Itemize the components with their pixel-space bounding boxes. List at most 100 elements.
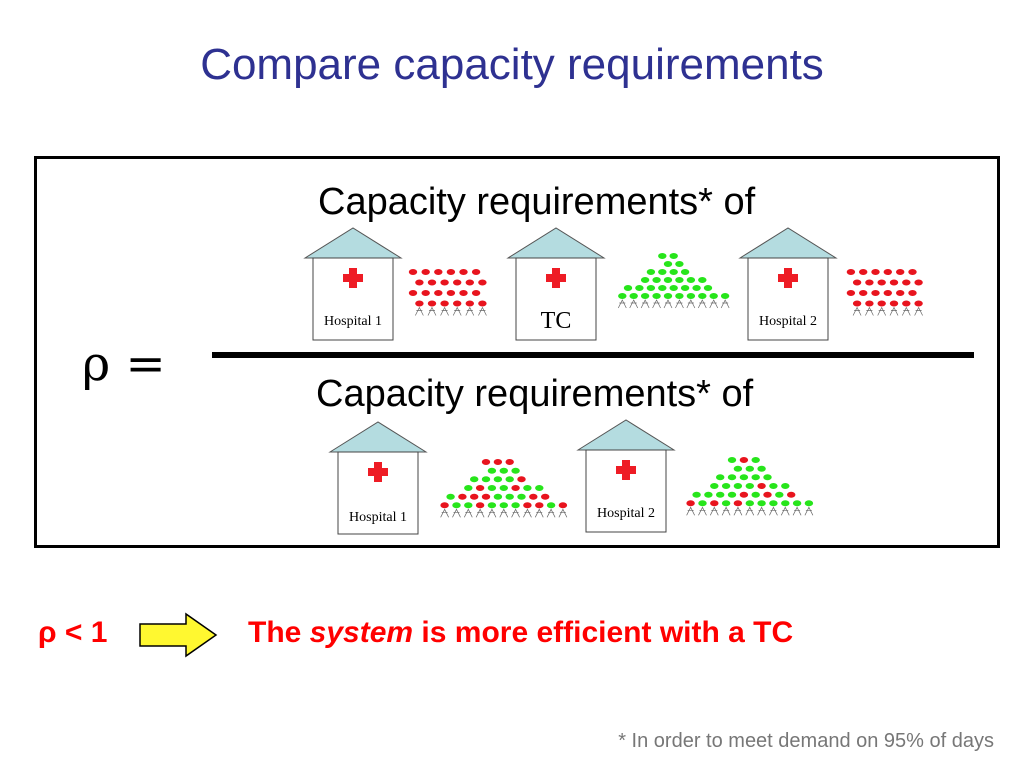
patient-head [415, 279, 424, 286]
patient-head [763, 474, 772, 481]
patient-head [452, 502, 461, 509]
house-numerator-tc: TC [506, 227, 606, 341]
conclusion-emphasis: system [309, 616, 414, 649]
patient-head [541, 493, 550, 500]
patient-head [846, 269, 856, 275]
patient-head [675, 261, 684, 267]
house-numerator-hospital-1: Hospital 1 [303, 227, 403, 341]
patient-head [877, 279, 886, 286]
patient-head [739, 474, 749, 481]
red-cross-icon [343, 268, 363, 288]
patient-head [704, 491, 713, 498]
equation-frame [34, 156, 1000, 548]
patient-head [635, 285, 644, 291]
patient-head [757, 483, 766, 489]
fraction-bar [212, 352, 974, 358]
patient-legs [487, 508, 497, 518]
patient-head [465, 279, 474, 286]
patient-head [470, 476, 479, 483]
patient-crowd-denominator-1 [434, 456, 570, 522]
patient-head [511, 502, 520, 509]
patient-head [727, 457, 737, 463]
patient-head [558, 502, 568, 509]
patient-legs [511, 508, 520, 518]
patient-legs [686, 299, 696, 309]
patient-head [487, 467, 497, 474]
patient-legs [745, 506, 755, 516]
conclusion-text: The system is more efficient with a TC [248, 616, 793, 650]
red-cross-icon [616, 460, 636, 480]
patient-head [517, 476, 526, 483]
patient-legs [499, 508, 509, 518]
patient-head [669, 285, 678, 291]
patient-head [446, 269, 456, 275]
patient-head [421, 269, 430, 275]
patient-crowd-icon [846, 269, 923, 316]
patient-head [493, 493, 503, 500]
rho-equals: ρ = [82, 336, 166, 392]
red-cross-icon [546, 268, 566, 288]
patient-head [859, 269, 868, 275]
patient-crowd-numerator-tc [612, 250, 732, 312]
arrow-right-icon [139, 612, 218, 658]
patient-head [792, 500, 802, 507]
patient-head [652, 277, 661, 283]
patient-head [658, 285, 667, 291]
patient-crowd-icon [440, 459, 568, 518]
patient-head [781, 483, 790, 489]
patient-head [464, 502, 473, 509]
patient-legs [440, 306, 449, 316]
house-icon [303, 227, 403, 341]
patient-legs [652, 299, 661, 309]
patient-legs [427, 306, 437, 316]
patient-head [716, 474, 725, 481]
patient-legs [452, 306, 462, 316]
patient-legs [523, 508, 532, 518]
patient-head [523, 502, 532, 509]
patient-head [889, 279, 899, 286]
patient-head [646, 269, 656, 275]
patient-legs [709, 299, 719, 309]
patient-head [511, 467, 520, 474]
house-label: TC [540, 308, 572, 334]
patient-head [914, 300, 923, 307]
patient-head [751, 474, 760, 481]
patient-head [427, 279, 437, 286]
house-icon [506, 227, 606, 341]
patient-head [721, 483, 731, 489]
patient-legs [558, 508, 568, 518]
patient-head [692, 285, 701, 291]
numerator-label: Capacity requirements* of [318, 181, 756, 223]
patient-crowd-numerator-1 [408, 266, 490, 322]
patient-head [775, 491, 784, 498]
patient-head [434, 290, 443, 296]
patient-head [663, 277, 673, 283]
patient-head [471, 290, 481, 296]
patient-head [440, 502, 449, 509]
patient-head [499, 467, 508, 474]
patient-head [475, 502, 485, 509]
patient-head [453, 279, 462, 286]
patient-head [902, 279, 911, 286]
conclusion-pre: The [248, 616, 310, 649]
patient-head [453, 300, 462, 307]
patient-head [763, 491, 772, 498]
patient-head [475, 485, 485, 491]
patient-head [408, 269, 418, 275]
patient-head [529, 493, 538, 500]
patient-head [658, 269, 667, 275]
patient-head [781, 500, 790, 507]
patient-head [535, 485, 544, 491]
patient-legs [440, 508, 449, 518]
patient-head [710, 483, 719, 489]
patient-head [658, 253, 667, 259]
patient-legs [733, 506, 743, 516]
patient-head [757, 500, 766, 507]
slide-title: Compare capacity requirements [200, 40, 824, 89]
patient-head [470, 493, 479, 500]
patient-head [739, 457, 749, 463]
patient-head [720, 293, 730, 299]
patient-head [663, 293, 673, 299]
patient-legs [546, 508, 556, 518]
patient-head [751, 491, 760, 498]
